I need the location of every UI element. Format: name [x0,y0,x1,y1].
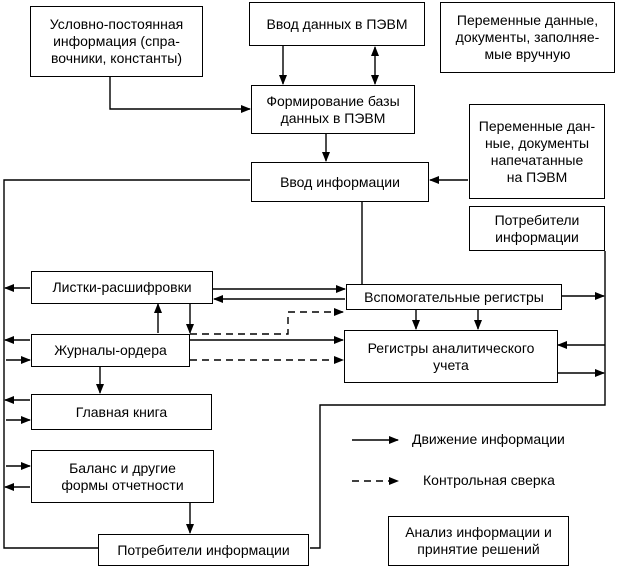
box-variable-printed-label: Переменные дан- ные, документы напечатан… [478,117,596,185]
box-conditional-constant: Условно-постоянная информация (спра- воч… [30,6,203,77]
box-analytical-registers: Регистры аналитического учета [344,330,558,383]
box-variable-manual-label: Переменные данные, документы, заполняе- … [455,12,600,62]
box-variable-manual: Переменные данные, документы, заполняе- … [440,2,615,73]
box-balance-reports: Баланс и другие формы отчетности [31,450,214,503]
box-conditional-constant-label: Условно-постоянная информация (спра- воч… [49,16,184,66]
legend-solid-label: Движение информации [412,431,565,447]
box-info-input-label: Ввод информации [280,173,400,190]
legend-dashed-label: Контрольная сверка [423,472,555,488]
box-variable-printed: Переменные дан- ные, документы напечатан… [469,104,605,199]
box-analytical-registers-label: Регистры аналитического учета [367,339,535,373]
box-general-ledger-label: Главная книга [75,403,168,420]
box-auxiliary-registers-label: Вспомогательные регистры [364,288,544,305]
box-consumers-bottom-label: Потребители информации [117,541,290,558]
box-database-formation-label: Формирование базы данных в ПЭВМ [266,92,400,126]
box-consumers-right: Потребители информации [469,206,605,251]
line-left-bus [3,179,250,549]
box-decoding-sheets-label: Листки-расшифровки [52,279,192,295]
box-analysis-decisions: Анализ информации и принятие решений [388,516,569,566]
box-info-input: Ввод информации [251,162,429,202]
box-journal-orders: Журналы-ордера [31,334,190,367]
box-auxiliary-registers: Вспомогательные регистры [346,284,562,310]
box-analysis-decisions-label: Анализ информации и принятие решений [405,524,552,557]
line-right-bus [310,251,606,549]
box-data-input-pevm: Ввод данных в ПЭВМ [249,2,425,46]
arrow-constant-to-database [109,76,251,113]
box-data-input-pevm-label: Ввод данных в ПЭВМ [266,15,408,32]
box-consumers-bottom: Потребители информации [98,534,309,566]
box-database-formation: Формирование базы данных в ПЭВМ [251,85,415,134]
box-decoding-sheets: Листки-расшифровки [31,271,213,304]
box-general-ledger: Главная книга [31,394,212,430]
box-journal-orders-label: Журналы-ордера [54,342,167,358]
dashed-journals-to-auxiliary [190,308,344,335]
box-balance-reports-label: Баланс и другие формы отчетности [61,459,184,493]
box-consumers-right-label: Потребители информации [494,211,580,245]
